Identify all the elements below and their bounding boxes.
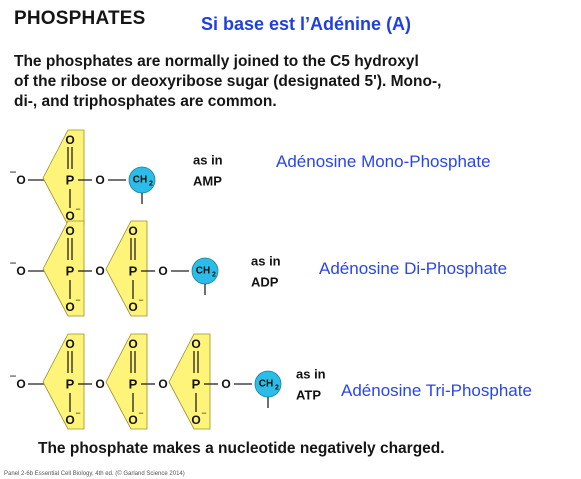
footer-text: The phosphate makes a nucleotide negativ… <box>38 440 445 457</box>
row-1-terminal-oxygen: O <box>16 173 25 187</box>
row-3-terminal-oxygen: O <box>16 377 25 391</box>
row-2-phosphate-1-bottom-charge: − <box>75 295 80 305</box>
row-2-phosphate-1-bottom-oxygen: O <box>65 300 74 314</box>
row-3-phosphate-2-highlight <box>105 333 148 430</box>
row-3-phosphate-2-bottom-oxygen: O <box>128 413 137 427</box>
row-1-name: Adénosine Mono-Phosphate <box>276 152 491 171</box>
row-1-phosphate-1-bottom-oxygen: O <box>65 209 74 223</box>
row-2-phosphate-2-bottom-charge: − <box>138 295 143 305</box>
intro-text: The phosphates are normally joined to th… <box>14 52 574 112</box>
intro-line-3: di-, and triphosphates are common. <box>14 93 277 110</box>
page-title: PHOSPHATES <box>14 8 146 29</box>
row-1-sugar-subscript: 2 <box>149 181 153 188</box>
row-2-phosphate-1-top-oxygen: O <box>65 224 74 238</box>
row-1-phosphate-1-highlight <box>42 129 85 226</box>
row-3-phosphate-3-top-oxygen: O <box>191 337 200 351</box>
row-2-phosphate-1-phosphorus: P <box>66 264 75 279</box>
row-3-phosphate-3-bottom-oxygen: O <box>191 413 200 427</box>
row-3-phosphate-2-bottom-charge: − <box>138 408 143 418</box>
row-3-phosphate-3-bottom-charge: − <box>201 408 206 418</box>
row-2-sugar-label: CH <box>196 266 210 277</box>
row-1-phosphate-1-top-oxygen: O <box>65 133 74 147</box>
figure-credit: Panel 2-6b Essential Cell Biology, 4th e… <box>4 471 185 477</box>
row-3-phosphate-1-bottom-oxygen: O <box>65 413 74 427</box>
row-2-phosphate-1-bridge-oxygen: O <box>95 264 104 278</box>
row-1-sugar-label: CH <box>133 175 147 186</box>
row-2-charge-sign: − <box>9 256 16 270</box>
row-3-phosphate-3-highlight <box>168 333 211 430</box>
row-3-name: Adénosine Tri-Phosphate <box>341 381 532 400</box>
intro-line-2: of the ribose or deoxyribose sugar (desi… <box>14 73 442 90</box>
row-3-as-in: as in <box>296 367 326 382</box>
row-2-abbreviation: ADP <box>251 275 279 290</box>
row-2-as-in: as in <box>251 254 281 269</box>
row-3-charge-sign: − <box>9 369 16 383</box>
row-1-charge-sign: − <box>9 165 16 179</box>
row-3-phosphate-2-top-oxygen: O <box>128 337 137 351</box>
row-2-phosphate-2-top-oxygen: O <box>128 224 137 238</box>
row-2-phosphate-2-bottom-oxygen: O <box>128 300 137 314</box>
row-3-sugar-label: CH <box>259 379 273 390</box>
row-2-name: Adénosine Di-Phosphate <box>319 259 508 278</box>
row-3-phosphate-2-phosphorus: P <box>129 377 138 392</box>
row-1-abbreviation: AMP <box>193 174 222 189</box>
row-2-terminal-oxygen: O <box>16 264 25 278</box>
row-3-phosphate-1-phosphorus: P <box>66 377 75 392</box>
row-2-phosphate-2-phosphorus: P <box>129 264 138 279</box>
row-3-phosphate-2-bridge-oxygen: O <box>158 377 167 391</box>
row-3-phosphate-1-bridge-oxygen: O <box>95 377 104 391</box>
row-2-phosphate-2-highlight <box>105 220 148 317</box>
row-3-abbreviation: ATP <box>296 388 321 403</box>
row-1-phosphate-1-bridge-oxygen: O <box>95 173 104 187</box>
intro-line-1: The phosphates are normally joined to th… <box>14 53 419 70</box>
row-3-phosphate-1-top-oxygen: O <box>65 337 74 351</box>
adenine-note: Si base est l’Adénine (A) <box>201 14 412 34</box>
row-3-phosphate-1-highlight <box>42 333 85 430</box>
row-2-sugar-subscript: 2 <box>212 272 216 279</box>
row-2-phosphate-2-bridge-oxygen: O <box>158 264 167 278</box>
row-3-phosphate-3-phosphorus: P <box>192 377 201 392</box>
row-1-phosphate-1-bottom-charge: − <box>75 204 80 214</box>
row-3-sugar-subscript: 2 <box>275 385 279 392</box>
row-1-phosphate-1-phosphorus: P <box>66 173 75 188</box>
row-2-phosphate-1-highlight <box>42 220 85 317</box>
row-3-phosphate-1-bottom-charge: − <box>75 408 80 418</box>
row-1-as-in: as in <box>193 153 223 168</box>
row-3-phosphate-3-bridge-oxygen: O <box>221 377 230 391</box>
